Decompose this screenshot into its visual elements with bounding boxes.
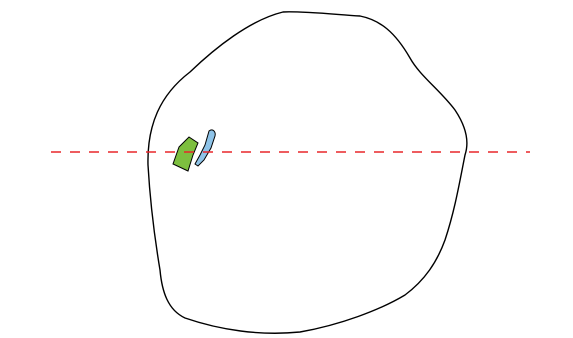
outline-blob: [148, 12, 467, 333]
